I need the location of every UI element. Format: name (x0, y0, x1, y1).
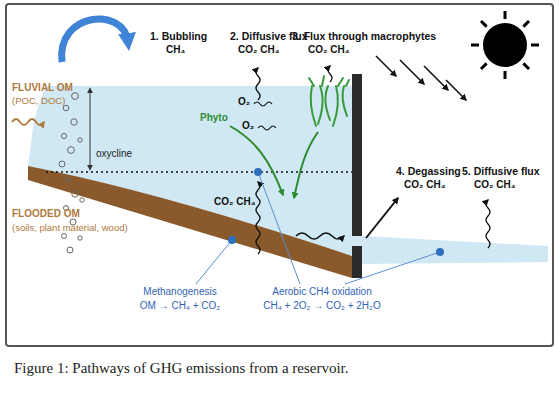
dam (352, 74, 362, 236)
plant-stem (311, 86, 316, 126)
light-ray (446, 80, 466, 100)
input-label: FLOODED OM (12, 208, 80, 220)
phyto-arrow (230, 126, 283, 195)
dam-outlet (352, 236, 362, 246)
bubble (66, 178, 71, 183)
downstream-flux-arrow (486, 200, 490, 248)
input-label: FLUVIAL OM (12, 82, 73, 94)
gas-label: CO₂ CH₄ (214, 196, 255, 208)
leader-lines (196, 172, 440, 284)
bubble (80, 198, 84, 202)
bubble (72, 93, 79, 100)
downstream-river (362, 236, 548, 264)
bubble (71, 119, 77, 125)
leader-line (258, 172, 300, 284)
degassing-arrow (366, 198, 398, 238)
sun-ray (531, 44, 539, 47)
phyto-arrow (294, 132, 318, 198)
pathway-title: 5. Diffusive flux (462, 165, 540, 178)
sun-rays (471, 11, 539, 79)
process-equation: CH₄ + 2O₂ → CO₂ + 2H₂O (263, 300, 380, 312)
process-dot (254, 168, 262, 176)
plant-leaf (322, 76, 324, 86)
plant-stem (343, 86, 347, 116)
bubble (68, 147, 75, 154)
plant-leaf (338, 78, 343, 86)
gas-diffusion-squiggle (256, 182, 260, 254)
outflow-squiggle (296, 233, 344, 239)
gas-label: CO₂ CH₄ (474, 179, 515, 191)
process-dot (228, 236, 236, 244)
gas-label: O₂ (238, 96, 250, 108)
plant-leaf (346, 80, 349, 86)
diffusive-flux-arrow (256, 68, 260, 100)
input-label: (POC, DOC) (12, 95, 65, 106)
leader-line (196, 240, 232, 284)
gas-label: CO₂ CH₄ (238, 44, 279, 56)
bubble (78, 236, 82, 240)
circulation-arrow (62, 19, 128, 62)
bubble (63, 105, 69, 111)
plant-stem (325, 86, 330, 120)
macrophyte-flux-arrow (328, 66, 332, 82)
sun (483, 23, 527, 67)
phyto-label: Phyto (200, 112, 228, 124)
bubble (62, 234, 67, 239)
gas-label: CH₄ (166, 44, 185, 56)
sun-ray (504, 11, 507, 19)
pathway-title: 3. Flux through macrophytes (292, 30, 436, 43)
bubble (67, 247, 73, 253)
bubble (78, 138, 82, 142)
fluvial-input-arrow (12, 119, 44, 125)
pathway-title: 1. Bubbling (150, 30, 207, 43)
light-ray (376, 56, 396, 76)
oxygen-squiggle (254, 102, 272, 106)
bubble (59, 161, 65, 167)
gas-label: CO₂ CH₄ (404, 179, 445, 191)
oxycline-line (46, 171, 352, 173)
process-dot (436, 248, 444, 256)
sun-ray (504, 71, 507, 79)
layer-label: oxycline (96, 148, 132, 160)
sun-ray (523, 21, 529, 27)
oxygen-squiggle (258, 126, 276, 130)
input-label: (soils, plant material, wood) (12, 222, 128, 233)
gas-label: O₂ (242, 120, 254, 132)
pathway-title: 4. Degassing (396, 165, 461, 178)
sun-ray (471, 44, 479, 47)
process-label: Aerobic CH4 oxidation (272, 286, 372, 298)
dam (352, 246, 362, 278)
plant-leaf (309, 78, 314, 86)
sun-ray (523, 63, 529, 69)
light-ray (400, 60, 424, 84)
process-equation: OM → CH₄ + CO₂ (140, 300, 220, 312)
bubble (61, 133, 66, 138)
process-label: Methanogenesis (143, 286, 216, 298)
sun-ray (481, 21, 487, 27)
oxycline-depth-arrow (90, 92, 91, 166)
sun-ray (481, 63, 487, 69)
figure-frame (6, 4, 553, 346)
plant-stem (318, 86, 323, 124)
leader-line (345, 252, 440, 284)
light-ray (424, 66, 448, 90)
macrophytes (309, 76, 349, 126)
gas-label: CO₂ CH₄ (308, 44, 349, 56)
bubble (72, 191, 78, 197)
plant-stem (333, 86, 338, 126)
figure-caption: Figure 1: Pathways of GHG emissions from… (14, 360, 349, 377)
light-rays (376, 56, 466, 100)
